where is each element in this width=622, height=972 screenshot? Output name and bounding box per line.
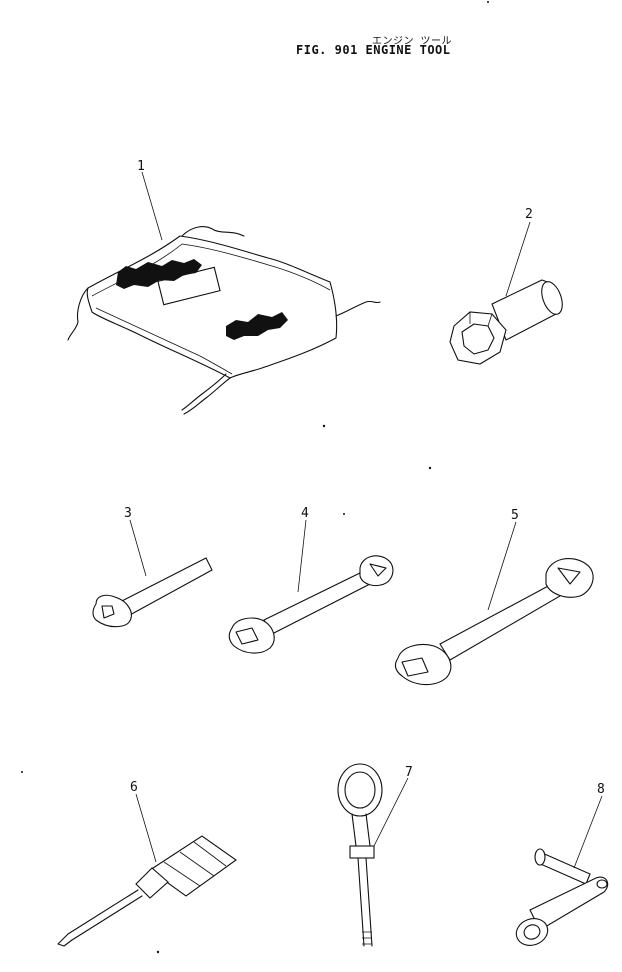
scan-specks xyxy=(21,1,489,954)
leader-line-7 xyxy=(373,777,409,847)
part-number-1: 1 xyxy=(137,159,145,174)
hex-socket-icon xyxy=(449,279,563,365)
title-japanese: エンジン ツール xyxy=(372,36,453,47)
leader-line-8 xyxy=(573,795,603,869)
figure-title: FIG. 901 ENGINE TOOL xyxy=(296,43,451,57)
part-number-2: 2 xyxy=(525,207,533,222)
part-number-7: 7 xyxy=(405,765,413,780)
leader-line-2 xyxy=(505,221,531,297)
leader-line-3 xyxy=(129,519,147,577)
part-number-8: 8 xyxy=(597,782,605,797)
part-number-5: 5 xyxy=(511,508,519,523)
leader-line-1 xyxy=(141,171,163,241)
double-end-wrench-large-icon xyxy=(394,558,594,686)
double-end-wrench-icon xyxy=(228,555,394,654)
single-end-wrench-icon xyxy=(92,557,213,628)
crank-handle-icon xyxy=(515,848,609,946)
leader-line-6 xyxy=(135,793,157,863)
part-number-6: 6 xyxy=(130,780,138,795)
part-number-3: 3 xyxy=(124,506,132,521)
leader-line-5 xyxy=(487,521,517,611)
part-number-4: 4 xyxy=(301,506,309,521)
screwdriver-icon xyxy=(57,835,237,947)
tool-bag-icon xyxy=(67,226,381,415)
eye-bolt-icon xyxy=(337,763,383,947)
leader-line-4 xyxy=(297,519,307,593)
